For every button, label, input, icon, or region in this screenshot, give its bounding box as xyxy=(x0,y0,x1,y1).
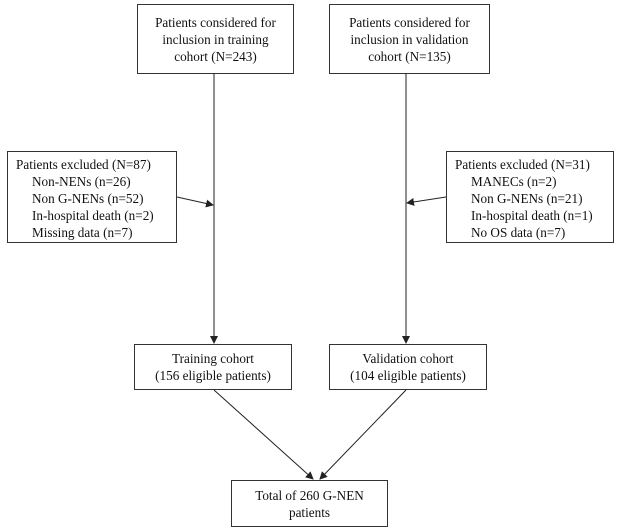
validation-excluded-item: In-hospital death (n=1) xyxy=(471,208,593,223)
training-excluded-item: Missing data (n=7) xyxy=(32,225,133,240)
training-excluded-item: Non G-NENs (n=52) xyxy=(32,191,144,206)
training-to-total-arrow xyxy=(213,389,314,480)
validation-cohort-box: Validation cohort (104 eligible patients… xyxy=(329,344,487,390)
validation-cohort-title: Validation cohort xyxy=(362,351,454,366)
training-considered-box: Patients considered for inclusion in tra… xyxy=(137,4,294,74)
training-cohort-count: (156 eligible patients) xyxy=(155,368,271,383)
validation-exclusion-arrow xyxy=(406,196,447,206)
training-exclusion-arrow xyxy=(176,196,214,208)
validation-cohort-count: (104 eligible patients) xyxy=(350,368,466,383)
validation-to-total-arrow xyxy=(319,389,407,480)
training-excluded-header: Patients excluded (N=87) xyxy=(16,157,151,172)
validation-excluded-item: Non G-NENs (n=21) xyxy=(471,191,583,206)
total-line-1: Total of 260 G-NEN xyxy=(255,487,364,503)
validation-considered-line-3: cohort (N=135) xyxy=(368,48,451,64)
validation-excluded-item: No OS data (n=7) xyxy=(471,225,566,240)
total-box: Total of 260 G-NEN patients xyxy=(231,480,388,527)
training-excluded-item: In-hospital death (n=2) xyxy=(32,208,154,223)
validation-excluded-box: Patients excluded (N=31) MANECs (n=2) No… xyxy=(446,151,614,243)
training-excluded-item: Non-NENs (n=26) xyxy=(32,174,131,189)
total-line-2: patients xyxy=(288,504,331,520)
validation-considered-line-2: inclusion in validation xyxy=(350,31,469,47)
training-excluded-box: Patients excluded (N=87) Non-NENs (n=26)… xyxy=(7,151,177,243)
training-considered-line-1: Patients considered for xyxy=(155,14,276,30)
training-cohort-title: Training cohort xyxy=(172,351,254,366)
training-cohort-box: Training cohort (156 eligible patients) xyxy=(134,344,292,390)
validation-considered-line-1: Patients considered for xyxy=(349,14,470,30)
validation-excluded-header: Patients excluded (N=31) xyxy=(455,157,590,172)
training-considered-line-3: cohort (N=243) xyxy=(174,48,257,64)
training-considered-line-2: inclusion in training xyxy=(162,31,269,47)
validation-considered-box: Patients considered for inclusion in val… xyxy=(329,4,490,74)
validation-excluded-item: MANECs (n=2) xyxy=(471,174,557,189)
